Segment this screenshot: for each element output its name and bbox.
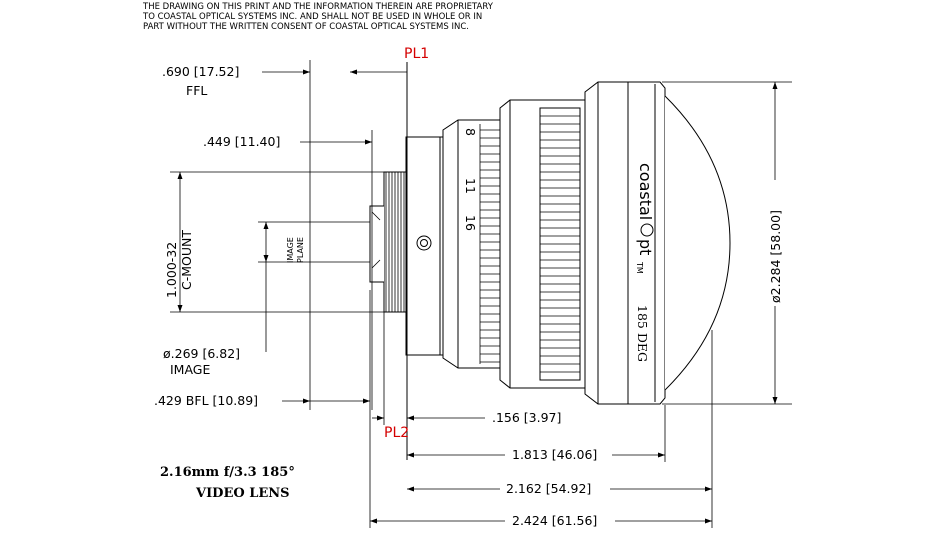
ffl-label: FFL (186, 83, 207, 98)
rear-element (369, 205, 384, 283)
dim-156: .156 [3.97] (492, 410, 561, 425)
notice-line-2: TO COASTAL OPTICAL SYSTEMS INC. AND SHAL… (142, 12, 482, 22)
f-stop-11: 11 (463, 178, 478, 194)
lock-screw-icon (416, 235, 432, 251)
diameter-dimension: ø2.284 [58.00] (662, 81, 792, 405)
thread-lines (385, 172, 405, 312)
front-housing (584, 81, 666, 405)
title-block: 2.16mm f/3.3 185° VIDEO LENS (160, 465, 295, 501)
proprietary-notice: THE DRAWING ON THIS PRINT AND THE INFORM… (142, 2, 494, 32)
diameter-value: ø2.284 [58.00] (768, 210, 783, 303)
pl2-label: PL2 (384, 425, 409, 441)
f-stop-8: 8 (463, 128, 478, 136)
notice-line-1: THE DRAWING ON THIS PRINT AND THE INFORM… (142, 2, 494, 12)
bottom-dimensions: .156 [3.97] 1.813 [46.06] 2.162 [54.92] … (369, 290, 713, 528)
image-plane-label-2: PLANE (296, 237, 305, 263)
notice-line-3: PART WITHOUT THE WRITTEN CONSENT OF COAS… (143, 22, 469, 32)
ffl-dimension: .690 [17.52] (162, 64, 239, 79)
aperture-knurl (479, 124, 500, 364)
dim-2162: 2.162 [54.92] (506, 481, 591, 496)
pl1-label: PL1 (404, 46, 429, 62)
lens-spec-title: 2.16mm f/3.3 185° (160, 465, 295, 480)
bfl-dimension: .429 BFL [10.89] (154, 393, 258, 408)
fisheye-dome (664, 95, 731, 391)
focus-knurl (540, 115, 580, 373)
reference-planes: PL1 PL2 (384, 46, 429, 460)
trademark-mark: TM (635, 261, 644, 274)
mount-thread-spec: 1.000-32 (164, 242, 179, 298)
lens-body: 8 11 16 (369, 81, 731, 405)
image-label: IMAGE (170, 362, 210, 377)
lens-type-title: VIDEO LENS (195, 486, 290, 501)
f-stop-16: 16 (463, 215, 478, 231)
dim-2424: 2.424 [61.56] (512, 513, 597, 528)
aperture-ring (442, 119, 501, 369)
image-diameter: ø.269 [6.82] (163, 346, 240, 361)
fov-marking: 185 DEG (635, 305, 650, 362)
left-dimensions: .690 [17.52] FFL .449 [11.40] 1.000-32 C… (154, 60, 407, 425)
brand-text: coastal (636, 163, 655, 220)
brand-logo-icon (640, 223, 654, 237)
dim-449: .449 [11.40] (203, 134, 280, 149)
mount-type: C-MOUNT (179, 230, 194, 290)
dim-1813: 1.813 [46.06] (512, 447, 597, 462)
brand-suffix: pt (636, 239, 655, 255)
image-plane-label-1: IMAGE (286, 237, 295, 263)
